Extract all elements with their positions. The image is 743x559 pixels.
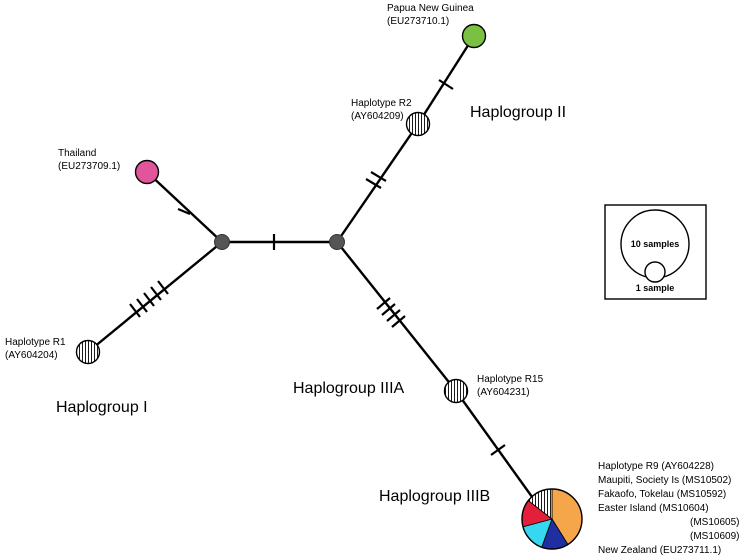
node-haplotype-r9-pie: [521, 488, 583, 550]
node-haplotype-r1: [75, 339, 101, 365]
haplogroup-iiia-label: Haplogroup IIIA: [293, 380, 405, 397]
hatch-mark: [136, 298, 148, 313]
r9-legend-line: Maupiti, Society Is (MS10502): [598, 475, 731, 486]
mutation-hatch-marks: [129, 79, 506, 456]
r15-label: Haplotype R15: [477, 374, 544, 385]
median-vector-node: [329, 234, 345, 250]
r1-label: Haplotype R1: [5, 337, 66, 348]
r1-accession: (AY604204): [5, 350, 58, 361]
papua-accession: (EU273710.1): [387, 16, 449, 27]
r9-legend-line: Fakaofo, Tokelau (MS10592): [598, 489, 726, 500]
hatch-mark: [391, 315, 406, 328]
thailand-label: Thailand: [58, 148, 96, 159]
hatch-mark: [381, 303, 396, 316]
hatch-mark: [143, 292, 155, 307]
edge-r2-papua: [416, 35, 476, 125]
edge-hidden2-r2: [336, 123, 419, 243]
hatch-mark: [365, 178, 382, 189]
hatch-mark: [150, 286, 162, 301]
hatch-mark: [177, 207, 191, 216]
haplogroup-ii-label: Haplogroup II: [470, 104, 566, 121]
hatch-mark: [376, 297, 391, 310]
median-vector-node: [214, 234, 230, 250]
size-key-small-label: 1 sample: [636, 283, 675, 293]
r9-legend-line: (MS10605): [690, 517, 739, 528]
hatch-mark: [370, 171, 387, 182]
hatch-mark: [129, 303, 141, 318]
r9-sample-list: Haplotype R9 (AY604228) Maupiti, Society…: [598, 461, 739, 556]
haplogroup-iiib-label: Haplogroup IIIB: [379, 488, 490, 505]
r9-legend-line: Haplotype R9 (AY604228): [598, 461, 714, 472]
r9-legend-line: (MS10609): [690, 531, 739, 542]
hatch-mark: [386, 309, 401, 322]
size-key-small-circle: [644, 261, 666, 283]
r9-pie-outline: [521, 488, 583, 550]
r9-legend-line: New Zealand (EU273711.1): [598, 545, 721, 556]
node-thailand: [134, 159, 160, 185]
thailand-accession: (EU273709.1): [58, 161, 120, 172]
edge-thailand-hidden1: [146, 171, 223, 243]
size-key-large-label: 10 samples: [631, 239, 680, 249]
edge-hidden2-r15: [336, 241, 457, 392]
hatch-mark: [157, 280, 169, 295]
sample-size-key: 10 samples 1 sample: [604, 204, 707, 300]
r9-legend-line: Easter Island (MS10604): [598, 503, 709, 514]
node-haplotype-r15: [443, 378, 469, 404]
hatch-mark: [438, 79, 454, 90]
node-haplotype-r2: [405, 111, 431, 137]
r2-label: Haplotype R2: [351, 98, 412, 109]
node-papua-new-guinea: [461, 23, 487, 49]
hatch-mark: [490, 444, 506, 456]
edge-r1-hidden1: [87, 241, 223, 353]
papua-label: Papua New Guinea: [387, 3, 474, 14]
haplogroup-i-label: Haplogroup I: [56, 399, 148, 416]
r2-accession: (AY604209): [351, 111, 404, 122]
r15-accession: (AY604231): [477, 387, 530, 398]
